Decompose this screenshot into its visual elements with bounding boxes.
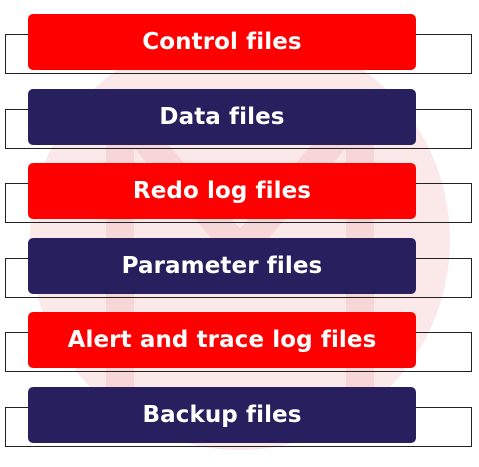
item-row-data-files: Data files: [0, 89, 479, 163]
item-box-control-files: Control files: [28, 14, 416, 70]
item-label: Backup files: [142, 402, 302, 428]
item-row-control-files: Control files: [0, 14, 479, 88]
item-label: Alert and trace log files: [67, 327, 377, 353]
item-box-alert-and-trace-log-files: Alert and trace log files: [28, 312, 416, 368]
item-label: Redo log files: [132, 178, 312, 204]
item-box-backup-files: Backup files: [28, 387, 416, 443]
item-box-data-files: Data files: [28, 89, 416, 145]
item-label: Control files: [142, 29, 302, 55]
item-row-backup-files: Backup files: [0, 387, 479, 461]
item-box-redo-log-files: Redo log files: [28, 163, 416, 219]
item-label: Parameter files: [121, 253, 323, 279]
item-label: Data files: [159, 104, 285, 130]
item-box-parameter-files: Parameter files: [28, 238, 416, 294]
item-row-redo-log-files: Redo log files: [0, 163, 479, 237]
item-row-alert-and-trace-log-files: Alert and trace log files: [0, 312, 479, 386]
item-row-parameter-files: Parameter files: [0, 238, 479, 312]
